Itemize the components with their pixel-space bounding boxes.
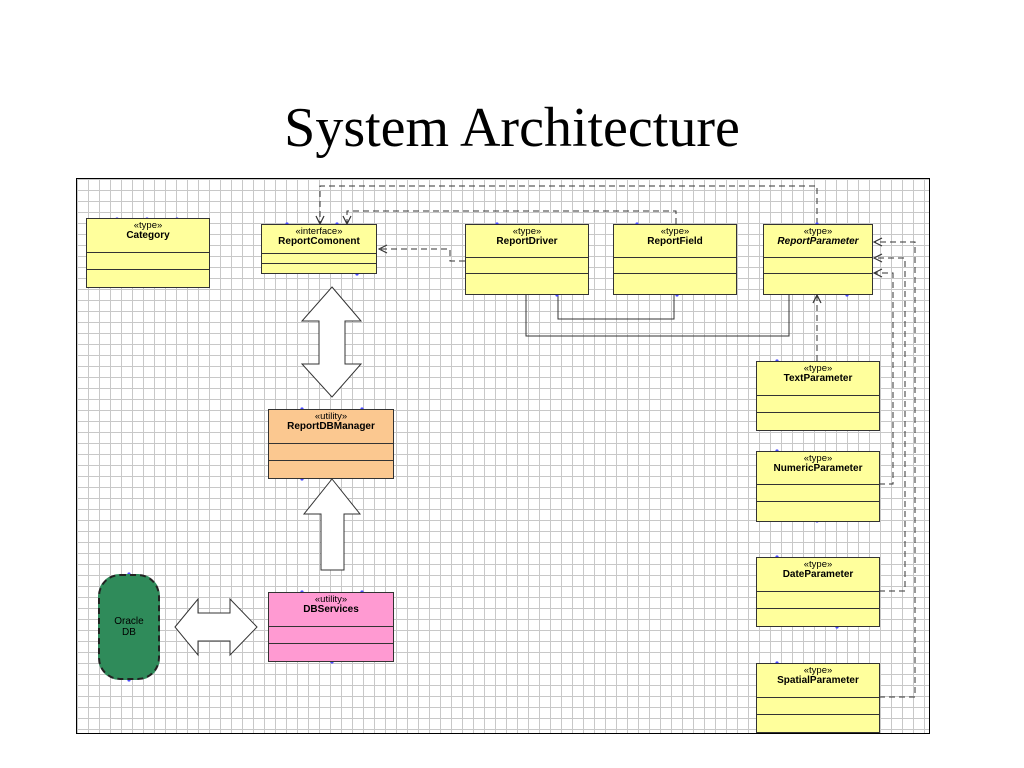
db-services-name: DBServices — [303, 603, 359, 615]
oracle-db-node[interactable]: Oracle DB — [98, 574, 160, 680]
spatial-parameter-name: SpatialParameter — [777, 674, 859, 686]
text-parameter-name: TextParameter — [783, 372, 853, 384]
report-parameter-stereotype: «type» — [803, 226, 833, 237]
text-parameter-stereotype: «type» — [803, 363, 833, 374]
class-text-parameter[interactable]: «type» TextParameter — [756, 361, 880, 431]
dependency-field-to-comonent — [347, 210, 677, 224]
dependency-parameter-to-comonent — [320, 185, 818, 224]
association-driver-parameter — [525, 295, 790, 337]
double-arrow-db-services — [174, 597, 258, 657]
association-driver-field — [558, 295, 675, 320]
double-arrow-comonent-manager — [300, 286, 363, 398]
diagram-connectors — [115, 185, 916, 733]
generalization-numeric-to-parameter — [874, 273, 894, 485]
report-field-stereotype: «type» — [660, 226, 690, 237]
slide-title: System Architecture — [284, 97, 740, 159]
date-parameter-name: DateParameter — [782, 568, 854, 580]
report-db-manager-name: ReportDBManager — [287, 420, 375, 432]
class-numeric-parameter[interactable]: «type» NumericParameter — [756, 451, 880, 522]
generalization-spatial-to-parameter — [874, 242, 916, 698]
class-report-field[interactable]: «type» ReportField — [613, 224, 737, 295]
class-db-services[interactable]: «utility» DBServices — [268, 592, 394, 662]
db-services-stereotype: «utility» — [314, 594, 348, 605]
class-report-parameter[interactable]: «type» ReportParameter — [763, 224, 873, 295]
category-stereotype: «type» — [133, 220, 163, 231]
report-driver-name: ReportDriver — [496, 235, 558, 247]
report-field-name: ReportField — [647, 235, 703, 247]
class-report-db-manager[interactable]: «utility» ReportDBManager — [268, 409, 394, 479]
category-name: Category — [126, 229, 170, 241]
dependency-driver-to-comonent — [379, 249, 465, 262]
oracle-db-label: Oracle DB — [114, 616, 144, 638]
up-arrow-services-manager — [302, 478, 362, 571]
numeric-parameter-stereotype: «type» — [803, 453, 833, 464]
class-spatial-parameter[interactable]: «type» SpatialParameter — [756, 663, 880, 733]
date-parameter-stereotype: «type» — [803, 559, 833, 570]
report-driver-stereotype: «type» — [512, 226, 542, 237]
spatial-parameter-stereotype: «type» — [803, 665, 833, 676]
numeric-parameter-name: NumericParameter — [773, 462, 863, 474]
class-category[interactable]: «type» Category — [86, 218, 210, 288]
architecture-diagram: «type» Category «interface» ReportComone… — [76, 178, 930, 734]
class-report-comonent[interactable]: «interface» ReportComonent — [261, 224, 377, 274]
report-db-manager-stereotype: «utility» — [314, 411, 348, 422]
report-parameter-name: ReportParameter — [777, 235, 859, 247]
class-report-driver[interactable]: «type» ReportDriver — [465, 224, 589, 295]
class-date-parameter[interactable]: «type» DateParameter — [756, 557, 880, 627]
generalization-date-to-parameter — [874, 258, 906, 592]
report-comonent-name: ReportComonent — [278, 235, 360, 247]
report-comonent-stereotype: «interface» — [295, 226, 343, 237]
